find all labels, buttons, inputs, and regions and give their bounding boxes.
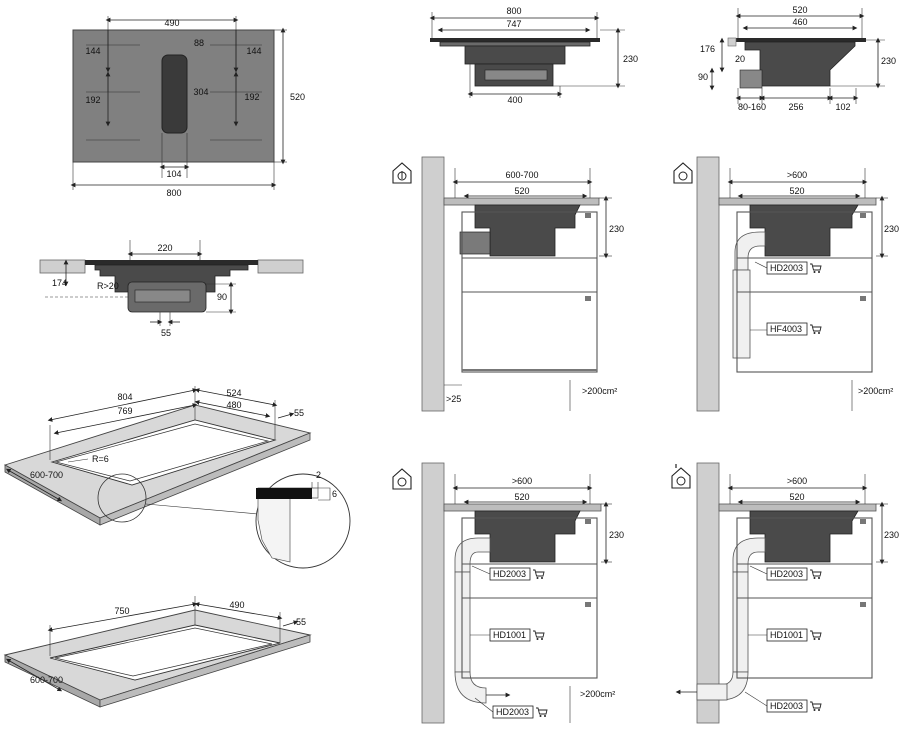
dim-800: 800: [166, 188, 181, 198]
i1-dim-air: >200cm²: [582, 386, 617, 396]
i2-dim-230: 230: [884, 224, 899, 234]
side-dim-460: 460: [792, 17, 807, 27]
i1-dim-230: 230: [609, 224, 624, 234]
house-ducting-icon: [671, 464, 691, 489]
side-dim-520: 520: [792, 5, 807, 15]
part-label-hd1001: HD1001: [489, 628, 545, 642]
install-1: 600-700 520 230 >25 >200cm²: [392, 156, 624, 412]
top-dim-750: 750: [114, 606, 129, 616]
top-view: 490 144 88 144 192 304 192 520 104 800: [70, 16, 305, 198]
i3-dim-230: 230: [609, 530, 624, 540]
side-dim-230: 230: [881, 56, 896, 66]
part-label-hd2003-a: HD2003: [489, 567, 545, 581]
front-dim-400: 400: [507, 95, 522, 105]
front-view: 800 747 230 400: [429, 6, 638, 105]
install-4: >600 520 230 HD2003 HD1001 HD2003: [671, 462, 899, 724]
svg-text:HD2003: HD2003: [770, 569, 803, 579]
section-dim-220: 220: [157, 243, 172, 253]
side-dim-176: 176: [700, 44, 715, 54]
flush-dim-r6: R=6: [92, 454, 109, 464]
detail-marker: [97, 473, 147, 523]
cutout-flush: 804 769 524 480 55 R=6 600-700 2 6: [3, 386, 351, 569]
section-dim-90: 90: [217, 292, 227, 302]
top-dim-55: 55: [296, 617, 306, 627]
i4-dim-230: 230: [884, 530, 899, 540]
part-label-hf4003: HF4003: [766, 322, 822, 336]
svg-text:HD1001: HD1001: [493, 630, 526, 640]
svg-text:HF4003: HF4003: [770, 324, 802, 334]
flush-dim-600-700: 600-700: [30, 470, 63, 480]
top-dim-600-700: 600-700: [30, 675, 63, 685]
i3-dim-air: >200cm²: [580, 689, 615, 699]
house-recirculation-icon-2: [673, 162, 693, 184]
svg-text:HD2003: HD2003: [496, 707, 529, 717]
dim-104: 104: [166, 169, 181, 179]
i4-dim-520: 520: [789, 492, 804, 502]
flush-dim-769: 769: [117, 406, 132, 416]
flush-dim-524: 524: [226, 388, 241, 398]
dim-144-left: 144: [85, 46, 100, 56]
i1-dim-520: 520: [514, 186, 529, 196]
dim-192-right: 192: [244, 92, 259, 102]
dim-520: 520: [290, 92, 305, 102]
part-label-hd2003: HD2003: [766, 261, 822, 275]
side-dim-90: 90: [698, 72, 708, 82]
cutout-top: 750 490 55 600-700: [3, 596, 312, 708]
side-dim-102: 102: [835, 102, 850, 112]
i2-dim-520: 520: [789, 186, 804, 196]
part-label-hd2003-d: HD2003: [766, 699, 822, 713]
side-dim-256: 256: [788, 102, 803, 112]
flush-dim-6: 6: [332, 489, 337, 499]
top-dim-490: 490: [229, 600, 244, 610]
dim-304: 304: [193, 87, 208, 97]
i1-dim-25: >25: [446, 394, 461, 404]
svg-text:HD2003: HD2003: [493, 569, 526, 579]
i3-dim-520: 520: [514, 492, 529, 502]
install-2: >600 520 230 HD2003 HF4003 >200cm²: [673, 156, 899, 412]
dim-490: 490: [164, 18, 179, 28]
flush-dim-2: 2: [316, 470, 321, 480]
flush-dim-55: 55: [294, 408, 304, 418]
svg-text:HD1001: HD1001: [770, 630, 803, 640]
part-label-hd2003-b: HD2003: [492, 705, 548, 719]
section-dim-55: 55: [161, 328, 171, 338]
i4-dim-600: >600: [787, 476, 807, 486]
section-dim-174: 174: [52, 278, 67, 288]
dim-192-left: 192: [85, 95, 100, 105]
front-dim-800: 800: [506, 6, 521, 16]
house-recirculation-icon: [392, 162, 412, 184]
flush-dim-480: 480: [226, 400, 241, 410]
install-3: >600 520 230 HD2003 HD1001 HD2003 >200cm…: [392, 462, 624, 724]
side-dim-20: 20: [735, 54, 745, 64]
svg-text:HD2003: HD2003: [770, 263, 803, 273]
dim-88: 88: [194, 38, 204, 48]
flush-dim-804: 804: [117, 392, 132, 402]
front-dim-747: 747: [506, 19, 521, 29]
part-label-hd1001-b: HD1001: [766, 628, 822, 642]
house-recirculation-icon-3: [392, 468, 412, 490]
part-label-hd2003-c: HD2003: [766, 567, 822, 581]
i1-dim-600-700: 600-700: [505, 170, 538, 180]
dim-144-right: 144: [246, 46, 261, 56]
i2-dim-air: >200cm²: [858, 386, 893, 396]
front-dim-230: 230: [623, 54, 638, 64]
svg-text:HD2003: HD2003: [770, 701, 803, 711]
i3-dim-600: >600: [512, 476, 532, 486]
section-dim-r20: R>20: [97, 281, 119, 291]
i2-dim-600: >600: [787, 170, 807, 180]
side-dim-80-160: 80-160: [738, 102, 766, 112]
side-view: 520 460 176 20 230 90 80-160 256 102: [698, 5, 896, 112]
extractor-slot: [161, 54, 188, 134]
section-view: 220 174 R>20 90 55: [39, 240, 304, 338]
